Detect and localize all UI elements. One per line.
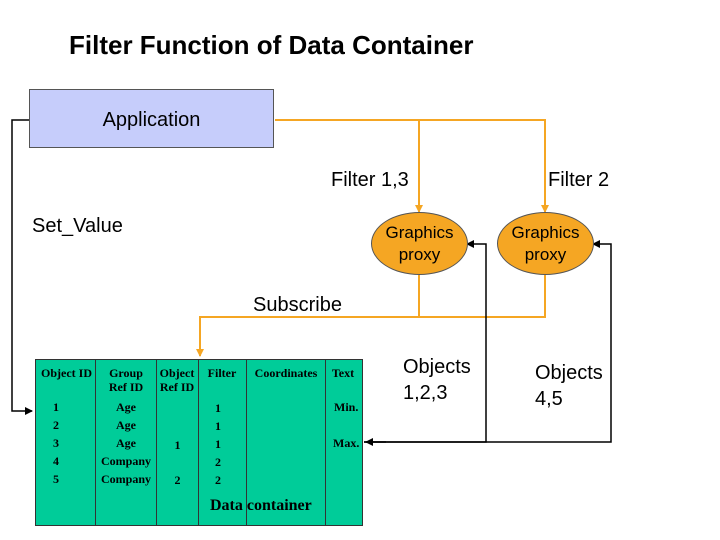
- objects-1-2-3-line1: Objects: [403, 356, 471, 378]
- text-max-cell: Max.: [333, 436, 360, 450]
- group-ref-id-cell: Age: [116, 436, 136, 450]
- application-label: Application: [102, 109, 201, 131]
- object-ref-id-cell: 2: [174, 473, 181, 487]
- header-object-ref-id-line2: Ref ID: [159, 380, 195, 394]
- subscribe-line: [196, 275, 546, 357]
- objects-1-2-3-line2: 1,2,3: [403, 382, 448, 404]
- filter-cell: 1: [215, 401, 221, 415]
- column-divider: [198, 360, 199, 525]
- object-id-cell: 5: [53, 472, 59, 486]
- objects-1-2-3-label: Objects 1,2,3: [403, 354, 471, 406]
- header-text: Text: [331, 366, 355, 380]
- application-box: Application: [29, 89, 274, 148]
- header-group-ref-id-line1: Group: [109, 366, 143, 380]
- filter-1-3-label: Filter 1,3: [331, 169, 409, 191]
- data-container-label: Data container: [210, 497, 312, 514]
- header-object-ref-id: Object Ref ID: [158, 366, 196, 394]
- header-group-ref-id: Group Ref ID: [100, 366, 152, 394]
- column-divider: [95, 360, 96, 525]
- diagram-title: Filter Function of Data Container: [69, 30, 474, 60]
- graphics-proxy-2-line2: proxy: [524, 244, 567, 264]
- graphics-proxy-1-line2: proxy: [398, 244, 441, 264]
- group-ref-id-cell: Age: [116, 418, 136, 432]
- container-to-proxy2-line: [364, 240, 612, 443]
- object-id-cell: 4: [53, 454, 59, 468]
- column-divider: [156, 360, 157, 525]
- header-object-ref-id-line1: Object: [159, 366, 195, 380]
- filter-cell: 2: [215, 455, 221, 469]
- group-ref-id-cell: Age: [116, 400, 136, 414]
- graphics-proxy-2-line1: Graphics: [511, 222, 580, 242]
- object-ref-id-cell: 1: [174, 438, 181, 452]
- objects-4-5-line1: Objects: [535, 362, 603, 384]
- filter-2-label: Filter 2: [548, 169, 610, 191]
- graphics-proxy-1-line1: Graphics: [385, 222, 454, 242]
- group-ref-id-cell: Company: [100, 472, 151, 486]
- object-id-cell: 3: [53, 436, 59, 450]
- app-to-proxy-line: [275, 119, 549, 213]
- filter-cell: 2: [215, 473, 221, 487]
- header-filter: Filter: [207, 366, 237, 380]
- object-id-cell: 1: [53, 400, 59, 414]
- header-group-ref-id-line2: Ref ID: [108, 380, 144, 394]
- header-object-id: Object ID: [41, 366, 92, 380]
- column-divider: [325, 360, 326, 525]
- set-value-line: [11, 119, 33, 415]
- object-id-cell: 2: [53, 418, 59, 432]
- set-value-label: Set_Value: [32, 215, 123, 237]
- graphics-proxy-1: Graphics proxy: [371, 212, 468, 275]
- objects-4-5-label: Objects 4,5: [535, 360, 603, 412]
- text-min-cell: Min.: [334, 400, 359, 414]
- graphics-proxy-2: Graphics proxy: [497, 212, 594, 275]
- group-ref-id-cell: Company: [100, 454, 151, 468]
- filter-cell: 1: [215, 437, 221, 451]
- subscribe-label: Subscribe: [253, 294, 342, 316]
- objects-4-5-line2: 4,5: [535, 388, 563, 410]
- filter-cell: 1: [215, 419, 221, 433]
- column-divider: [246, 360, 247, 525]
- header-coordinates: Coordinates: [254, 366, 318, 380]
- data-container: Object ID Group Ref ID Object Ref ID Fil…: [35, 359, 363, 526]
